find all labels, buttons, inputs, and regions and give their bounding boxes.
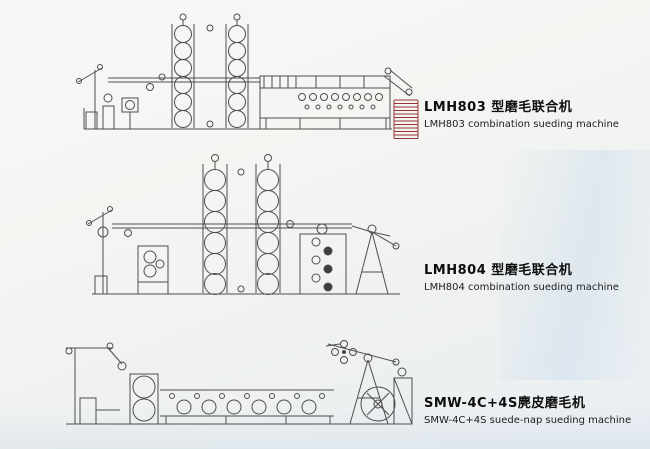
lmh803-machine-body xyxy=(259,75,391,130)
lmh803-cloth-plaiter-stack xyxy=(393,99,419,139)
smw-roller-bed xyxy=(160,389,334,424)
smw-tension-cluster xyxy=(325,340,400,366)
label-lmh803-en: LMH803 combination sueding machine xyxy=(424,119,619,130)
label-lmh804-en: LMH804 combination sueding machine xyxy=(424,282,619,293)
lmh804-batching-frame xyxy=(351,224,400,295)
lmh804-feed-stand xyxy=(86,206,113,295)
lmh804-drawing xyxy=(86,154,400,295)
label-lmh804: LMH804 型磨毛联合机 LMH804 combination sueding… xyxy=(424,263,619,294)
label-smw: SMW-4C+4S麂皮磨毛机 SMW-4C+4S suede-nap suedi… xyxy=(424,396,631,427)
lmh804-top-frame xyxy=(112,223,352,237)
lmh804-threading-unit xyxy=(299,223,347,295)
lmh804-roller-tower-2 xyxy=(237,154,294,295)
lmh803-roller-tower-2 xyxy=(206,13,249,128)
smw-feed-stand xyxy=(65,342,127,425)
lmh803-top-frame xyxy=(108,73,260,91)
smw-nip-rollers xyxy=(129,373,159,425)
smw-outlet-stand xyxy=(393,367,413,425)
label-lmh804-zh: LMH804 型磨毛联合机 xyxy=(424,263,573,278)
label-lmh803: LMH803 型磨毛联合机 LMH803 combination sueding… xyxy=(424,100,619,131)
lmh803-roller-tower-1 xyxy=(171,13,195,128)
lmh803-exit-guide xyxy=(383,67,413,97)
lmh804-roller-tower-1 xyxy=(202,154,228,295)
lmh803-drawing xyxy=(76,13,419,139)
lmh803-feed-stand xyxy=(76,64,139,130)
smw-drawing xyxy=(65,340,413,425)
label-smw-zh: SMW-4C+4S麂皮磨毛机 xyxy=(424,396,586,411)
label-lmh803-zh: LMH803 型磨毛联合机 xyxy=(424,100,573,115)
smw-batch-drum xyxy=(360,386,396,422)
label-smw-en: SMW-4C+4S suede-nap sueding machine xyxy=(424,415,632,426)
lmh804-brush-unit xyxy=(137,245,169,295)
